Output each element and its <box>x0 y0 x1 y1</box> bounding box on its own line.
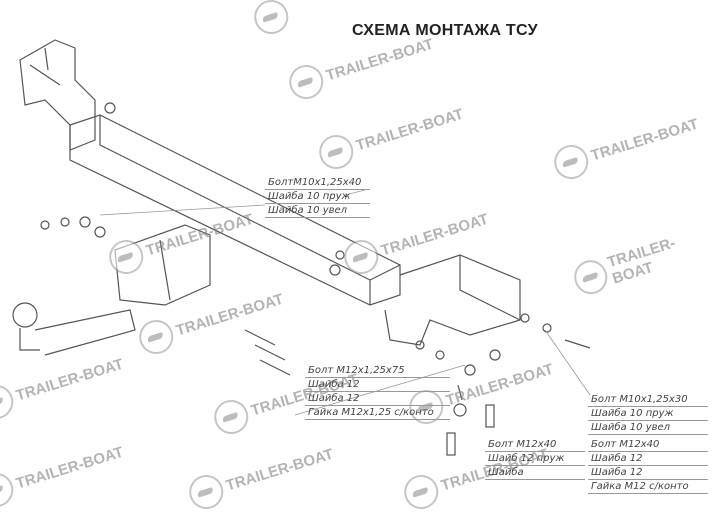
spec-item: Шайба 10 увел <box>588 421 708 435</box>
spec-item: Шайб 12 пруж <box>485 452 585 466</box>
side-plate <box>114 224 211 306</box>
spec-item: Шайба 12 <box>588 466 708 480</box>
fasteners <box>40 102 591 456</box>
spec-item: Болт М10х1,25х30 <box>588 393 708 407</box>
spec-table-bottom-left: Болт М12х40 Шайб 12 пруж Шайба <box>485 438 585 480</box>
spec-item: Шайба 10 пруж <box>265 190 370 204</box>
spec-item: Гайка М12 с/конто <box>588 480 708 494</box>
spec-table-middle: Болт М12х1,25х75 Шайба 12 Шайба 12 Гайка… <box>305 364 450 420</box>
ball-mount-arm <box>34 309 136 356</box>
spec-table-right-upper: Болт М10х1,25х30 Шайба 10 пруж Шайба 10 … <box>588 393 708 435</box>
spec-item: БолтМ10х1,25х40 <box>265 176 370 190</box>
spec-item: Гайка М12х1,25 с/конто <box>305 406 450 420</box>
spec-item: Шайба 12 <box>588 452 708 466</box>
right-mounting-bracket <box>384 254 521 346</box>
left-mounting-bracket <box>19 39 96 151</box>
spec-item: Шайба <box>485 466 585 480</box>
spec-item: Болт М12х40 <box>485 438 585 452</box>
diagram-title: СХЕМА МОНТАЖА ТСУ <box>352 22 538 39</box>
spec-item: Шайба 10 увел <box>265 204 370 218</box>
spec-item: Болт М12х1,25х75 <box>305 364 450 378</box>
spec-item: Шайба 12 <box>305 378 450 392</box>
spec-item: Шайба 12 <box>305 392 450 406</box>
spec-item: Болт М12х40 <box>588 438 708 452</box>
spec-item: Шайба 10 пруж <box>588 407 708 421</box>
spec-table-top: БолтМ10х1,25х40 Шайба 10 пруж Шайба 10 у… <box>265 176 370 218</box>
spec-table-right-lower: Болт М12х40 Шайба 12 Шайба 12 Гайка М12 … <box>588 438 708 494</box>
tow-ball <box>12 302 38 328</box>
